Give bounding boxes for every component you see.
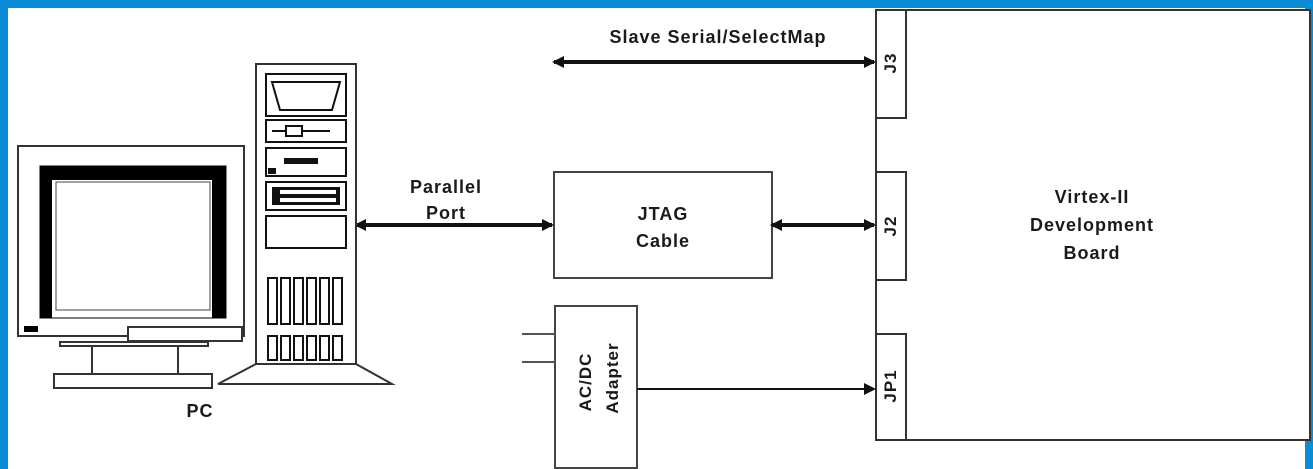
board-label-1: Virtex-II [1000,182,1184,212]
jtag-label-2: Cable [604,226,722,256]
board-label-2: Development [1000,210,1184,240]
pc-label: PC [170,396,230,426]
slave-serial-label: Slave Serial/SelectMap [570,22,866,52]
jtag-label-1: JTAG [604,199,722,229]
board-label-3: Board [1000,238,1184,268]
adapter-label-1: AC/DC [574,332,598,432]
parallel-port-label-2: Port [384,198,508,228]
adapter-label-2: Adapter [601,323,625,433]
jp1-label: JP1 [879,351,903,421]
monitor-icon [18,146,244,388]
j3-label: J3 [879,33,903,93]
j2-label: J2 [879,196,903,256]
